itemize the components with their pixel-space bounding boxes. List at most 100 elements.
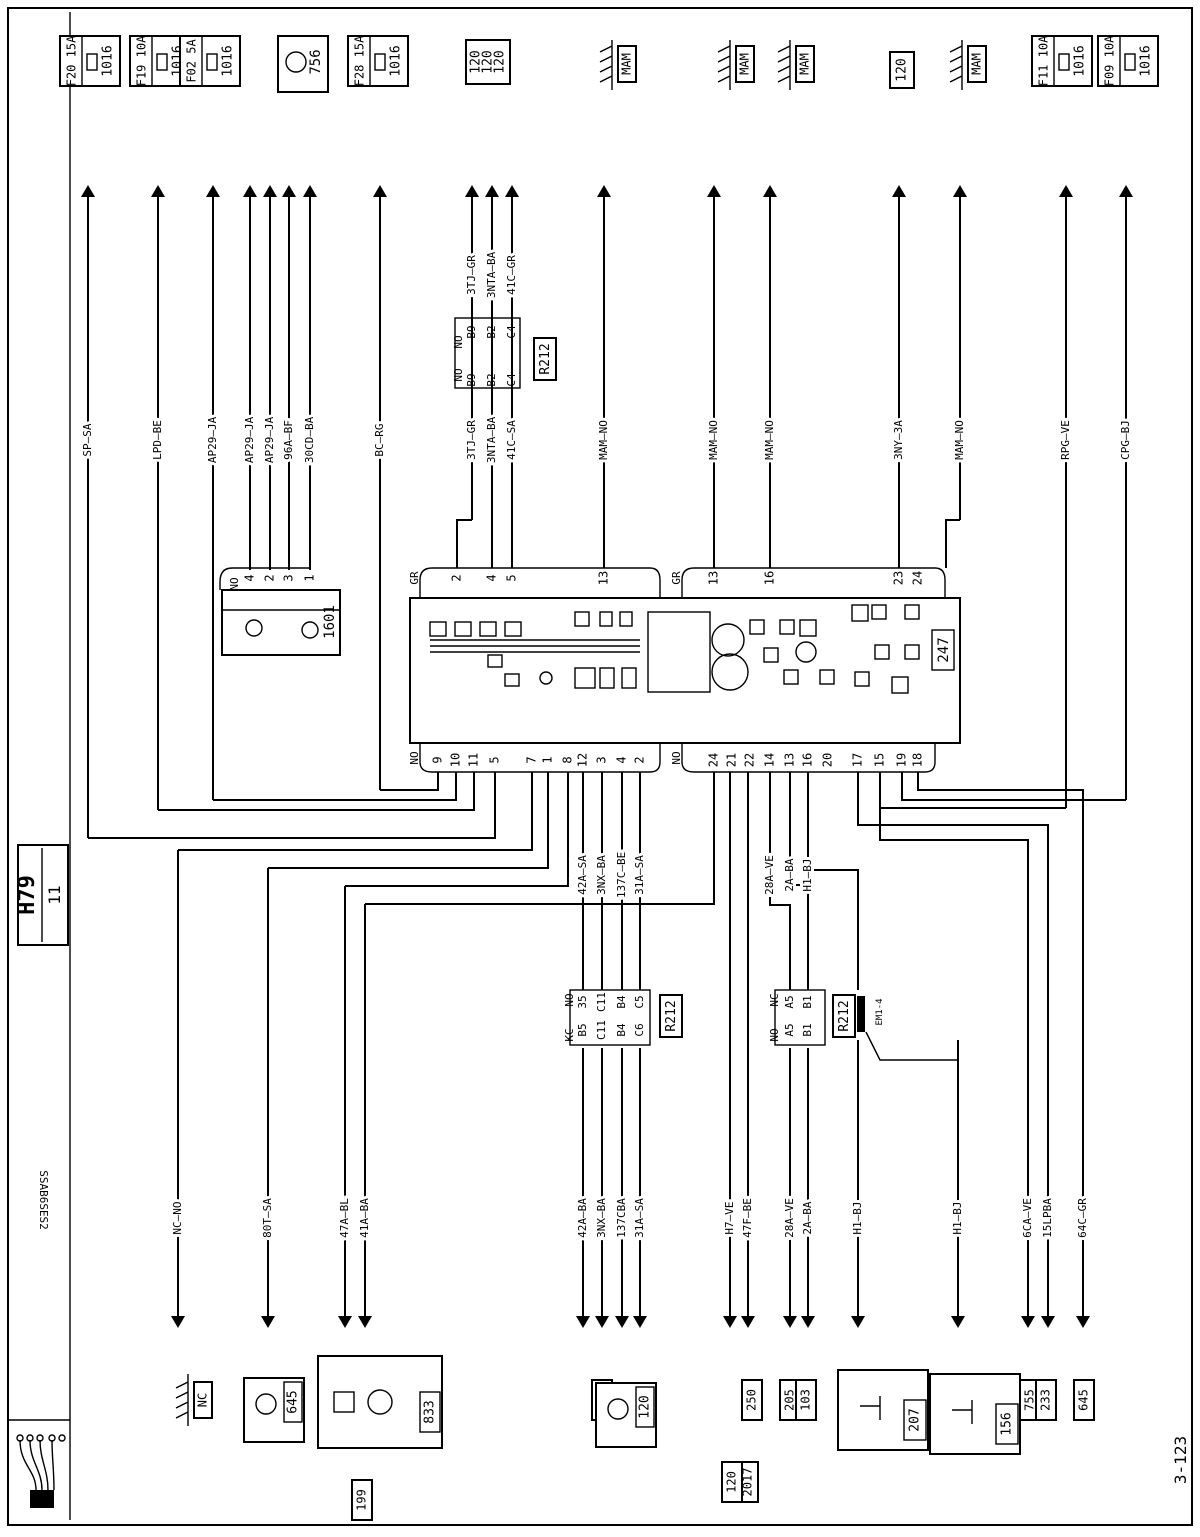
ground-ref: MAM — [738, 53, 752, 75]
connector-pin: B9 — [465, 373, 478, 386]
top-component-ground: MAM — [949, 40, 987, 90]
bottom-components: NC64583319924412025020171202051032071567… — [175, 1355, 1095, 1521]
wire-arrow-up-icon — [243, 185, 257, 197]
connector-pin: B4 — [615, 1023, 628, 1037]
wire — [268, 772, 549, 869]
page-border — [7, 7, 1193, 1526]
top-component-ground: MAM — [717, 40, 755, 90]
wire-arrow-down-icon — [1021, 1316, 1035, 1328]
wire-arrow-down-icon — [615, 1316, 629, 1328]
wire-label: RPG—VE — [1059, 420, 1072, 460]
ref: 755 — [1023, 1389, 1037, 1411]
connector-pin: A5 — [783, 1023, 796, 1036]
wire — [88, 772, 496, 839]
motor-icon — [367, 1389, 393, 1415]
connector-r212-bottom-a: R212 KC NO — [563, 989, 683, 1046]
fuse-ref: 1016 — [1073, 45, 1088, 76]
ground-ref: MAM — [970, 53, 984, 75]
page-reference: 3-123 — [1171, 1436, 1190, 1484]
wire-label: 80T—SA — [261, 1198, 274, 1238]
connector-pin: B4 — [615, 995, 628, 1009]
connector-pin: 35 — [576, 995, 589, 1008]
wire-arrow-down-icon — [261, 1316, 275, 1328]
wire-arrow-down-icon — [338, 1316, 352, 1328]
wire-label: 137C—BE — [615, 852, 628, 898]
wire-label: MAM—NO — [953, 420, 966, 460]
wire-label: H1—BJ — [851, 1201, 864, 1234]
warning-lamp-icon — [301, 621, 319, 639]
pin-label: 19 — [895, 753, 909, 767]
svg-text:R212: R212 — [664, 1000, 679, 1031]
pin-label: 22 — [743, 753, 757, 767]
fuse-icon — [206, 53, 218, 71]
wire-label: H1—BJ — [801, 858, 814, 891]
pin-label: 1 — [303, 574, 317, 581]
module-1601: NO 1601 — [219, 567, 341, 656]
pin-label: 24 — [911, 571, 925, 585]
pin-label: 4 — [485, 574, 499, 581]
wire-arrow-down-icon — [951, 1316, 965, 1328]
ref: 103 — [799, 1389, 813, 1411]
pin-label: 23 — [892, 571, 906, 585]
wire-arrow-up-icon — [206, 185, 220, 197]
connector-pin: B1 — [801, 1023, 814, 1036]
bottom-component-box: 199 — [351, 1479, 373, 1521]
bottom-component-ground: NC — [175, 1374, 213, 1426]
connector-pin: C4 — [505, 373, 518, 387]
ref: 2017 — [741, 1468, 755, 1497]
wire-label: 28A—VE — [783, 1198, 796, 1238]
ref: 250 — [745, 1389, 759, 1411]
wire-label: H7—VE — [723, 1201, 736, 1234]
wire-arrow-up-icon — [597, 185, 611, 197]
wire — [345, 772, 569, 887]
pin-label: 4 — [243, 574, 257, 581]
wire-arrow-up-icon — [373, 185, 387, 197]
wire-label: 137CBA — [615, 1198, 628, 1238]
fuse-rating: F02 5A — [185, 39, 199, 83]
wire-arrow-up-icon — [707, 185, 721, 197]
pin-label: 9 — [431, 756, 445, 763]
connector-pin: C6 — [633, 1023, 646, 1036]
warning-lamp-icons — [429, 604, 920, 694]
wire — [213, 772, 457, 801]
wire-label: CPG—BJ — [1119, 420, 1132, 460]
wire-arrow-up-icon — [303, 185, 317, 197]
fuse-icon — [86, 53, 98, 71]
page-code-sub: 11 — [45, 885, 64, 904]
svg-text:NC: NC — [768, 993, 781, 1006]
wire-arrow-down-icon — [633, 1316, 647, 1328]
lamp-icon — [285, 51, 307, 73]
svg-text:R212: R212 — [538, 343, 553, 374]
ground-icon — [717, 40, 731, 90]
connector-pin: B1 — [801, 995, 814, 1008]
wire-label: AP29—JA — [243, 416, 256, 463]
wire-label: MAM—NO — [763, 420, 776, 460]
wire — [178, 772, 533, 851]
pin-label: 13 — [783, 753, 797, 767]
sensor-icon — [607, 1398, 629, 1420]
bottom-component-box: 103 — [795, 1379, 817, 1421]
wire — [380, 772, 439, 791]
pin-label: 15 — [873, 753, 887, 767]
wire-arrow-down-icon — [1041, 1316, 1055, 1328]
pin-label: 13 — [597, 571, 611, 585]
motor-ref: 833 — [423, 1400, 438, 1423]
wire-label: 41C—GR — [505, 255, 518, 295]
bottom-component-box: 120 — [721, 1461, 743, 1503]
side-code: SSAB6SES2 — [37, 1170, 50, 1230]
wire-label: 3NTA—BA — [485, 251, 498, 298]
wire-label: 31A—SA — [633, 1198, 646, 1238]
wire-arrow-up-icon — [1119, 185, 1133, 197]
pin-label: 5 — [488, 756, 502, 763]
wire-arrow-down-icon — [741, 1316, 755, 1328]
wire — [365, 772, 715, 905]
switch-icon — [860, 1396, 881, 1420]
svg-text:NO: NO — [452, 368, 465, 381]
connector-pin: C5 — [633, 995, 646, 1008]
wire-label: 47A—BL — [338, 1198, 351, 1238]
